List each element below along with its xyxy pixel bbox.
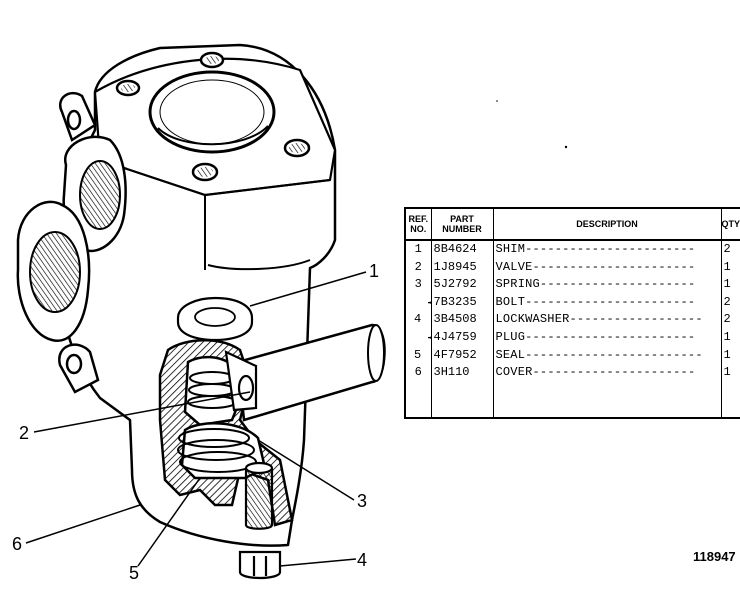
callout-3: 3 [357, 491, 368, 511]
ref-header-line2: NO. [410, 224, 427, 234]
side-lugs [58, 91, 100, 394]
drawing-number: 118947 [693, 549, 736, 564]
description-cell: LOCKWASHER------------------ [493, 311, 722, 329]
description-text: LOCKWASHER [495, 312, 570, 327]
spring [177, 371, 257, 473]
scan-specks [496, 100, 568, 149]
table-row: 5 4F7952 SEAL------------------------ 1 [405, 346, 740, 365]
qty-cell: 1 [721, 328, 740, 347]
part-header-line2: NUMBER [442, 224, 482, 234]
table-filler-row [405, 381, 740, 418]
ref-no-header: REF. NO. [405, 208, 432, 241]
ref-cell: 5 [405, 346, 432, 365]
top-bore [148, 70, 276, 154]
ref-header-line1: REF. [408, 214, 428, 224]
part-number-cell: 3B4508 [431, 311, 494, 329]
callout-6: 6 [12, 534, 23, 554]
dot-leader: ---------------------- [532, 259, 696, 274]
table-row: 6 3H110 COVER---------------------- 1 [405, 364, 740, 382]
brace-icon: { [425, 294, 430, 312]
description-cell: VALVE---------------------- [493, 258, 722, 277]
table-header-row: REF. NO. PART NUMBER DESCRIPTION QTY [405, 208, 740, 241]
empty-cell [721, 381, 740, 418]
description-cell: PLUG----------------------- [493, 328, 722, 347]
description-text: VALVE [495, 259, 533, 274]
dot-leader: ---------------------- [532, 365, 696, 380]
dot-leader: --------------------- [539, 277, 696, 292]
part-number-cell: 4F7952 [431, 346, 494, 365]
part-number-cell: 4J4759 [431, 328, 494, 347]
dot-leader: ----------------------- [525, 294, 696, 309]
side-ports [16, 135, 127, 342]
table-row: { 7B3235 BOLT----------------------- 2 [405, 293, 740, 312]
description-text: COVER [495, 365, 533, 380]
part-number-cell: 1J8945 [431, 258, 494, 277]
ref-cell: 2 [405, 258, 432, 277]
description-cell: SHIM----------------------- [493, 240, 722, 259]
ref-cell: { [405, 293, 432, 312]
dot-leader: ----------------------- [525, 242, 696, 256]
shim [176, 296, 254, 342]
table-row: { 4J4759 PLUG----------------------- 1 [405, 328, 740, 347]
ref-cell: 3 [405, 276, 432, 294]
callout-1: 1 [369, 261, 380, 281]
description-cell: BOLT----------------------- [493, 293, 722, 312]
description-text: PLUG [495, 329, 526, 344]
qty-cell: 1 [721, 276, 740, 294]
empty-cell [405, 381, 432, 418]
valve-rod [236, 323, 386, 422]
description-cell: SPRING--------------------- [493, 276, 722, 294]
qty-cell: 2 [721, 240, 740, 259]
part-number-cell: 7B3235 [431, 293, 494, 312]
dot-leader: ----------------------- [525, 329, 696, 344]
description-header: DESCRIPTION [493, 208, 722, 241]
ref-cell: 1 [405, 240, 432, 259]
qty-header: QTY [721, 208, 740, 241]
table-row: 1 8B4624 SHIM----------------------- 2 [405, 240, 740, 259]
qty-cell: 2 [721, 311, 740, 329]
leader-lines [25, 271, 367, 567]
empty-cell [431, 381, 494, 418]
qty-cell: 1 [721, 364, 740, 382]
empty-cell [493, 381, 722, 418]
part-header-line1: PART [450, 214, 474, 224]
brace-icon: { [425, 329, 430, 347]
parts-list-table: REF. NO. PART NUMBER DESCRIPTION QTY 1 8… [404, 207, 740, 419]
ref-cell: 4 [405, 311, 432, 329]
part-number-header: PART NUMBER [431, 208, 494, 241]
qty-cell: 2 [721, 293, 740, 312]
table-row: 2 1J8945 VALVE---------------------- 1 [405, 258, 740, 277]
part-number-cell: 3H110 [431, 364, 494, 382]
ref-cell: { [405, 328, 432, 347]
dot-leader: ------------------ [569, 312, 703, 327]
callout-4: 4 [357, 550, 368, 570]
bolt [238, 461, 282, 580]
description-text: SPRING [495, 277, 540, 292]
callout-2: 2 [19, 423, 30, 443]
description-cell: SEAL------------------------ [493, 346, 722, 365]
table-row: 3 5J2792 SPRING--------------------- 1 [405, 276, 740, 294]
part-number-cell: 5J2792 [431, 276, 494, 294]
table-row: 4 3B4508 LOCKWASHER------------------ 2 [405, 311, 740, 329]
part-number-cell: 8B4624 [431, 240, 494, 259]
description-text: SEAL [495, 347, 526, 362]
qty-cell: 1 [721, 346, 740, 365]
description-text: BOLT [495, 294, 526, 309]
qty-cell: 1 [721, 258, 740, 277]
callout-5: 5 [129, 563, 140, 583]
ref-cell: 6 [405, 364, 432, 382]
description-cell: COVER---------------------- [493, 364, 722, 382]
description-text: SHIM [495, 242, 526, 256]
dot-leader: ------------------------ [525, 347, 703, 362]
